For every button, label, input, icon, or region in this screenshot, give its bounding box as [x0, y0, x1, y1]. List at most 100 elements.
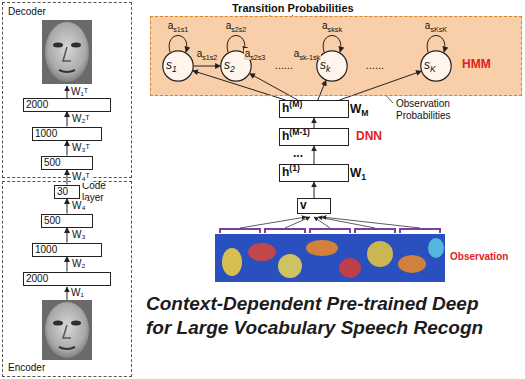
- bracket: [355, 229, 395, 233]
- bracket: [220, 229, 260, 233]
- text-label: ......: [275, 59, 293, 72]
- spectrogram-blob: [248, 243, 276, 261]
- spectrogram-blob: [306, 240, 338, 256]
- text-label: ask-1sk: [293, 48, 321, 60]
- bracket: [265, 229, 305, 233]
- connector: [250, 73, 298, 100]
- node-text: Encoder: [8, 362, 138, 374]
- node-text: Decoder: [8, 6, 138, 18]
- label-slot: W₁: [71, 287, 84, 299]
- subscript: sk-1sk: [299, 53, 320, 62]
- subscript: M: [361, 108, 368, 118]
- subscript: s1s2: [202, 53, 217, 62]
- node-text: 2000: [26, 273, 108, 285]
- connector: [67, 170, 68, 185]
- transition-arrow: [389, 66, 423, 67]
- connector: [67, 257, 68, 272]
- edge-label: W₃: [71, 229, 87, 241]
- subscript: 1: [172, 64, 177, 74]
- text-label: Transition Probabilities: [232, 2, 354, 15]
- label-slot: Observation Probabilities: [396, 98, 468, 121]
- edge-label: asksk: [321, 20, 343, 32]
- connector: [427, 36, 445, 53]
- edge-label-slot: as2s2: [225, 20, 248, 32]
- layer-box: h(M): [279, 100, 349, 118]
- label-slot: ......: [275, 59, 293, 72]
- state-circle: s1: [162, 50, 194, 82]
- connector: [323, 36, 341, 53]
- label-slot: ask-1sk: [293, 48, 321, 60]
- node-text: 500: [44, 157, 90, 169]
- text-label: W₁: [71, 287, 84, 299]
- node-text: s1: [166, 59, 190, 73]
- subscript: 1: [361, 172, 366, 182]
- superscript: (1): [289, 163, 300, 173]
- subscript: s2s2: [231, 25, 246, 34]
- label-slot: DNN: [356, 130, 382, 144]
- leader-line: [381, 90, 393, 103]
- leader-line: [292, 15, 324, 44]
- group-box: Decoder20001000500: [2, 2, 132, 178]
- edge-label: as2s2: [225, 20, 248, 32]
- window-brackets: [220, 229, 440, 233]
- face-image: [42, 20, 92, 84]
- edge-label-slot: W₄: [71, 200, 87, 212]
- circle-shape: [421, 51, 451, 81]
- label-slot: ......: [366, 59, 384, 72]
- input-arrow: [285, 217, 310, 228]
- node-text: HMM: [462, 58, 525, 72]
- layer-box: 1000: [32, 127, 102, 141]
- text-label: WM: [350, 103, 369, 117]
- edge-label: W₄: [71, 200, 87, 212]
- face-mouth: [59, 347, 75, 349]
- edge-label-slot: asKsK: [424, 20, 448, 32]
- layer-box: v: [297, 198, 331, 214]
- edge-label: as1s1: [167, 20, 190, 32]
- node-text: v: [300, 199, 328, 213]
- circle-shape: [317, 51, 347, 81]
- layer-box: 2000: [23, 272, 111, 286]
- label-slot: ...: [293, 147, 303, 161]
- spectrogram-ground: [215, 234, 445, 282]
- layer-box: 30Code layer: [54, 185, 80, 199]
- face-nose: [63, 47, 71, 61]
- subscript: 2: [230, 64, 235, 74]
- face-eye: [53, 321, 63, 326]
- text-label: DNN: [356, 130, 382, 144]
- face-mouth: [59, 70, 75, 72]
- input-arrow: [318, 217, 375, 228]
- input-arrow: [240, 217, 306, 228]
- node-text: sk: [320, 59, 344, 73]
- connector: [314, 146, 315, 164]
- band-fill: [150, 16, 522, 96]
- edge-label-slot: asksk: [321, 20, 343, 32]
- subscript: s1s1: [173, 25, 188, 34]
- label-slot: W₁ᵀ: [71, 86, 88, 98]
- text-label: Observation Probabilities: [396, 98, 468, 121]
- connector: [67, 141, 68, 156]
- connector: [67, 112, 68, 127]
- edge-label: as1s2: [196, 48, 219, 60]
- spectrogram-blob: [222, 248, 242, 276]
- text-label: as2s3: [244, 48, 267, 60]
- edge-label: W₄ᵀ: [71, 171, 91, 183]
- edge-label-slot: as1s2: [196, 48, 219, 60]
- face-nose: [63, 325, 71, 338]
- layer-box: h(1): [279, 164, 349, 182]
- face-image: [42, 300, 92, 360]
- subscript: K: [430, 64, 436, 74]
- group-box: Encoder30Code layer50010002000: [2, 181, 132, 377]
- node-text: 1000: [35, 128, 99, 140]
- text-label: ......: [366, 59, 384, 72]
- edge-label-slot: W₂: [71, 258, 86, 270]
- face-ground: [42, 300, 92, 360]
- label-slot: Transition Probabilities: [232, 2, 354, 15]
- input-arrow: [322, 217, 420, 228]
- caption-slot: Context-Dependent Pre-trained Deep for L…: [146, 292, 491, 340]
- edge-label: W₂ᵀ: [71, 113, 91, 125]
- label-slot: W1: [350, 167, 366, 181]
- text-label: ...: [293, 147, 303, 161]
- layer-box: 500: [41, 156, 93, 170]
- superscript: (M-1): [289, 127, 310, 137]
